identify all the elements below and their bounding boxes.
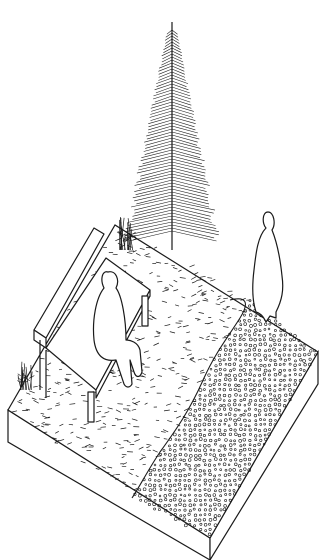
gravel-dash bbox=[122, 466, 126, 467]
tree-branch bbox=[172, 135, 198, 142]
tree-branch bbox=[172, 81, 187, 87]
tree-branch bbox=[172, 96, 190, 102]
tree-branch bbox=[172, 216, 216, 226]
gravel-dash bbox=[130, 263, 134, 264]
tree-branch bbox=[145, 138, 172, 145]
tree-branch bbox=[172, 66, 184, 71]
bench-leg bbox=[88, 392, 94, 422]
pebble bbox=[274, 320, 276, 322]
tree-branch bbox=[172, 69, 185, 74]
tree-branch bbox=[172, 75, 186, 81]
tree-branch bbox=[151, 105, 172, 111]
tree-branch bbox=[172, 45, 181, 50]
tree-branch bbox=[172, 90, 190, 96]
tree-branch bbox=[172, 78, 188, 84]
tree-branch bbox=[150, 108, 172, 115]
gravel-dash bbox=[207, 278, 212, 279]
bench-leg bbox=[142, 296, 148, 326]
tree-branch bbox=[172, 231, 217, 241]
tree-branch bbox=[156, 78, 172, 84]
tree-branch bbox=[172, 120, 195, 127]
tree-branch bbox=[159, 63, 172, 68]
tree-branch bbox=[148, 123, 172, 130]
tree-branch bbox=[158, 66, 172, 71]
tree-branch bbox=[172, 222, 219, 232]
gravel-dash bbox=[132, 484, 136, 485]
tree-branch bbox=[158, 75, 172, 81]
tree-branch bbox=[150, 111, 172, 118]
pebble bbox=[248, 305, 250, 307]
tree-branch bbox=[172, 213, 212, 223]
tree-branch bbox=[172, 87, 190, 93]
tree-branch bbox=[159, 72, 172, 77]
tree-branch bbox=[172, 102, 191, 108]
standing-person bbox=[253, 212, 283, 322]
tree-branch bbox=[172, 108, 194, 115]
gravel-dash bbox=[43, 425, 49, 426]
gravel-dash bbox=[200, 276, 206, 277]
gravel-dash bbox=[230, 294, 233, 296]
tree-branch bbox=[148, 126, 172, 133]
tree-branch bbox=[159, 69, 172, 74]
gravel-dash bbox=[127, 411, 131, 412]
gravel-dash bbox=[212, 340, 216, 341]
tree-branch bbox=[149, 120, 173, 127]
pebble bbox=[279, 323, 281, 325]
gravel-dash bbox=[145, 392, 148, 393]
tree-branch bbox=[172, 99, 191, 105]
standing-person-silhouette bbox=[253, 212, 283, 322]
tree-branch bbox=[151, 102, 172, 108]
tree-branch bbox=[172, 60, 184, 65]
gravel-dash bbox=[194, 272, 198, 274]
tree-branch bbox=[152, 99, 172, 105]
tree-branch bbox=[172, 111, 193, 118]
gravel-dash bbox=[146, 247, 151, 248]
tree-branch bbox=[172, 147, 201, 155]
tree-branch bbox=[155, 96, 172, 102]
tree-branch bbox=[172, 219, 216, 229]
tree-branch bbox=[161, 60, 172, 65]
tree-branch bbox=[151, 114, 173, 121]
tree-branch bbox=[172, 57, 183, 62]
tree-branch bbox=[156, 87, 172, 93]
gravel-dash bbox=[190, 265, 195, 267]
tree-branch bbox=[172, 84, 188, 90]
tree-branch bbox=[157, 81, 173, 87]
gravel-dash bbox=[44, 432, 47, 433]
tree-branch bbox=[172, 117, 196, 124]
gravel-dash bbox=[41, 358, 45, 359]
gravel-dash bbox=[210, 279, 215, 281]
tree-branch bbox=[172, 93, 191, 99]
gravel-dash bbox=[123, 482, 126, 483]
tree-branch bbox=[155, 84, 172, 90]
gravel-dash bbox=[154, 247, 157, 248]
tree-branch bbox=[172, 72, 185, 77]
tree-branch bbox=[153, 93, 172, 99]
gravel-dash bbox=[53, 392, 56, 393]
tree-branch bbox=[172, 63, 184, 68]
conifer-tree bbox=[126, 22, 219, 250]
tree-branch bbox=[162, 57, 172, 62]
gravel-dash bbox=[117, 420, 122, 421]
